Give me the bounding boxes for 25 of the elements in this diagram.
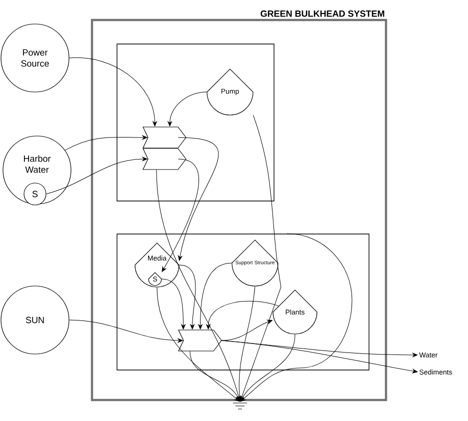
subsystem-box — [116, 44, 274, 202]
flow-arrow — [221, 320, 272, 341]
flow-arrow — [162, 158, 200, 272]
flow-arrow — [161, 278, 186, 330]
flow-arrow — [240, 334, 296, 402]
flow-arrow — [178, 264, 196, 330]
flow-arrow — [64, 135, 148, 151]
flow-arrow — [69, 58, 157, 126]
interaction-symbol — [178, 330, 222, 352]
interaction-symbol — [142, 126, 186, 148]
flow-arrow — [237, 286, 256, 402]
node-label: GREEN BULKHEAD SYSTEM — [260, 10, 384, 17]
flow-arrow — [221, 340, 418, 374]
heat-sink-symbol — [232, 402, 248, 410]
flow-arrow — [190, 350, 240, 402]
flow-arrow — [46, 156, 148, 194]
flow-arrow — [178, 137, 218, 261]
flow-arrow — [168, 92, 208, 126]
subsystem-box — [116, 234, 370, 370]
flow-arrow — [69, 320, 183, 343]
flow-arrow — [156, 286, 240, 402]
flow-arrow — [206, 300, 280, 330]
flow-arrow — [240, 233, 352, 402]
interaction-symbol — [142, 148, 186, 170]
flow-arrow — [198, 262, 232, 330]
